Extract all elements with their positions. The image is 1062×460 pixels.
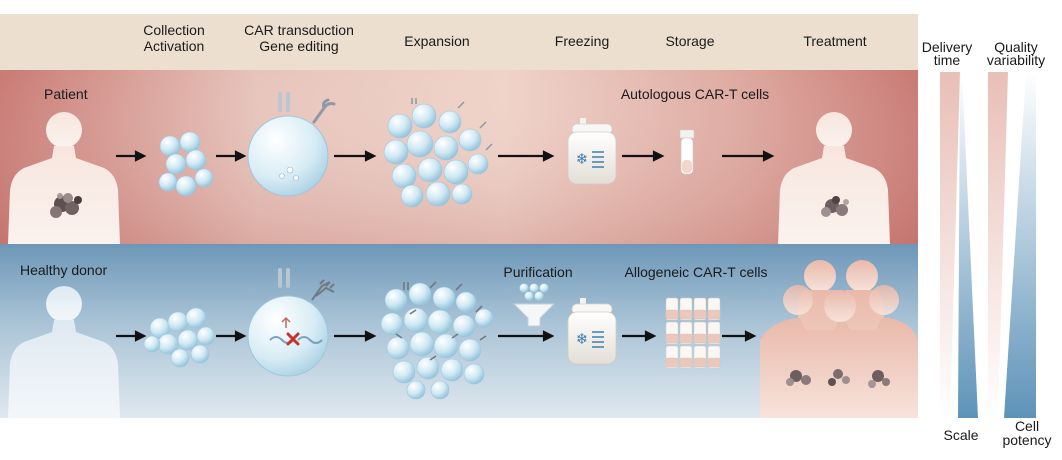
expansion-cluster-auto <box>383 103 489 208</box>
treated-patients-crowd <box>760 260 918 418</box>
treated-patient-silhouette <box>778 112 890 244</box>
collected-cells-allo <box>143 307 216 368</box>
collected-cells-auto <box>158 131 214 197</box>
expansion-cluster-allo <box>380 282 494 400</box>
quality-variability-bar <box>988 72 1008 418</box>
purification-label: Purification <box>503 264 573 280</box>
step-transduction-label: CAR transduction Gene editing <box>234 22 364 54</box>
scale-label: Scale <box>943 427 979 443</box>
tumor-icon <box>821 196 849 217</box>
metric-bars <box>940 72 1036 418</box>
step-activation-text: Activation <box>143 38 205 54</box>
step-collection-label: Collection Activation <box>134 22 214 54</box>
step-gene-editing-text: Gene editing <box>259 38 339 54</box>
step-expansion-label: Expansion <box>404 33 470 49</box>
healthy-donor-label: Healthy donor <box>20 262 108 278</box>
purification-funnel <box>512 283 556 327</box>
delivery-time-label: Delivery time <box>916 39 978 68</box>
step-treatment-label: Treatment <box>803 33 867 49</box>
tumor-icon <box>786 369 890 388</box>
freezer-icon-allo: ❄ <box>567 298 617 365</box>
flow-arrows <box>116 150 775 342</box>
header-band <box>0 14 918 70</box>
quality-variability-label: Quality variability <box>976 39 1056 68</box>
variability-text: variability <box>986 52 1046 68</box>
time-text: time <box>933 52 961 68</box>
scale-bar <box>958 72 978 418</box>
gene-editing-cell-allo <box>247 268 335 377</box>
cell-potency-bar <box>1004 72 1036 418</box>
potency-text: potency <box>1002 432 1052 448</box>
step-storage-label: Storage <box>665 33 715 49</box>
freezer-icon-auto: ❄ <box>567 118 617 185</box>
donor-silhouette <box>8 286 120 418</box>
patient-silhouette <box>8 112 120 244</box>
delivery-time-bar <box>940 72 960 418</box>
autologous-product-label: Autologous CAR-T cells <box>620 86 770 102</box>
allogeneic-product-label: Allogeneic CAR-T cells <box>624 264 768 280</box>
svg-text:❄: ❄ <box>576 330 589 348</box>
cell-potency-label: Cell potency <box>994 418 1060 448</box>
cell-text: Cell <box>1014 418 1040 434</box>
storage-vial-auto <box>679 129 695 175</box>
step-transduction-text: CAR transduction <box>244 22 354 38</box>
tumor-icon <box>50 193 82 218</box>
step-freezing-label: Freezing <box>554 33 610 49</box>
storage-vial-bank-allo <box>665 297 721 369</box>
delivery-text: Delivery <box>921 39 973 55</box>
patient-label: Patient <box>44 86 88 102</box>
quality-text: Quality <box>994 39 1038 55</box>
svg-text:❄: ❄ <box>576 150 589 168</box>
transduction-cell-auto <box>247 92 336 197</box>
step-collection-text: Collection <box>143 22 205 38</box>
